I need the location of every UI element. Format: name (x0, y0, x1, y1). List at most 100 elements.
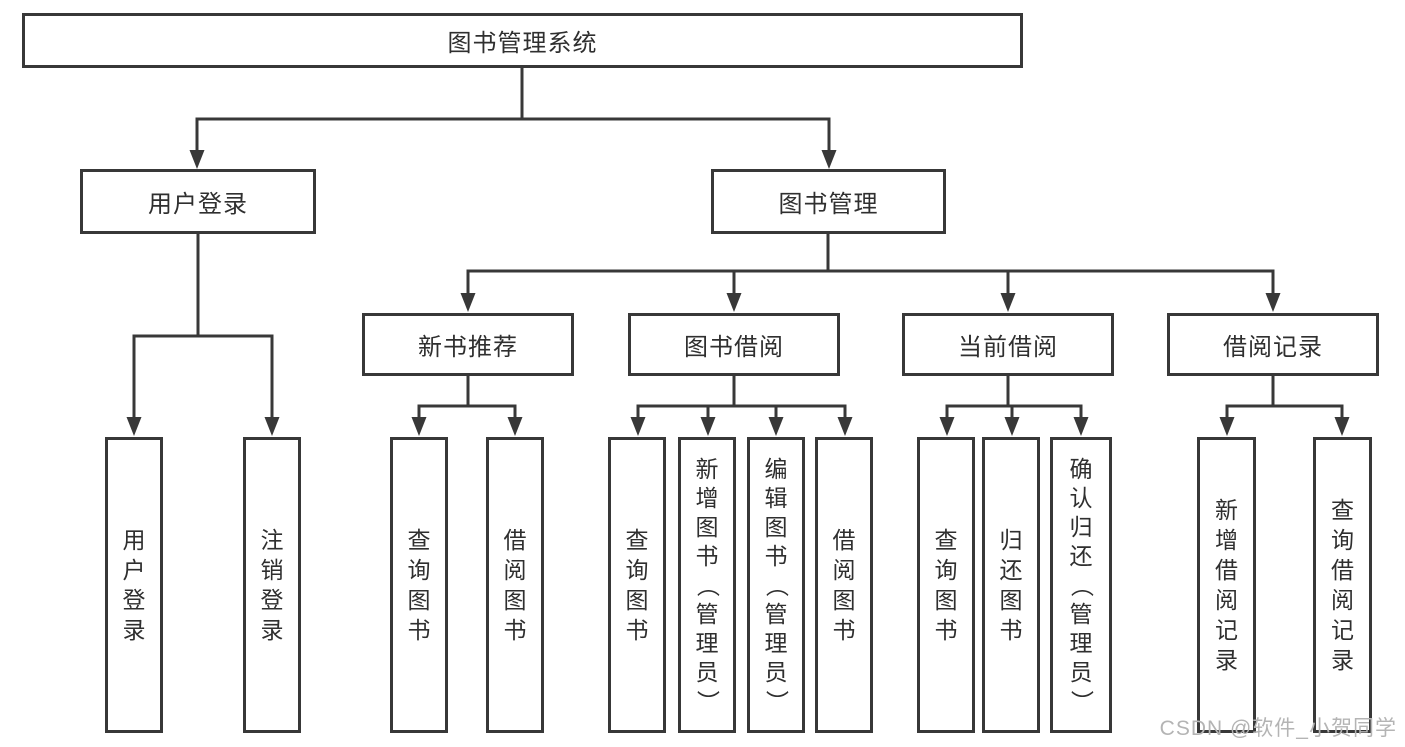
vertical-char: 录 (1215, 647, 1238, 673)
vertical-char: 图 (999, 587, 1023, 613)
vertical-char: 记 (1331, 617, 1354, 643)
vertical-char: 记 (1215, 617, 1238, 643)
node-borrowing-records-label: 借阅记录 (1223, 334, 1323, 361)
leaf-borrowing-query-books: 查询图书 (608, 437, 666, 733)
vertical-char: 注 (260, 527, 284, 553)
vertical-char: ） (1068, 689, 1095, 713)
vertical-char: 增 (695, 484, 719, 511)
node-new-books-label: 新书推荐 (418, 334, 518, 361)
vertical-char: 阅 (832, 557, 856, 583)
leaf-current-confirm-return-admin: 确认归还（管理员） (1050, 437, 1112, 733)
vertical-char: 图 (934, 587, 958, 613)
leaf-label: 查询图书 (393, 440, 445, 730)
vertical-char: 确 (1069, 455, 1093, 482)
vertical-char: 阅 (1215, 587, 1238, 613)
vertical-char: 书 (625, 617, 649, 643)
leaf-label: 注销登录 (246, 440, 298, 730)
vertical-char: 图 (832, 587, 856, 613)
vertical-char: 查 (625, 527, 649, 553)
vertical-char: 书 (764, 542, 788, 569)
leaf-label: 新增借阅记录 (1200, 440, 1253, 730)
vertical-char: 查 (934, 527, 958, 553)
vertical-char: 查 (407, 527, 431, 553)
vertical-char: 图 (503, 587, 527, 613)
leaf-newbooks-borrow-books: 借阅图书 (486, 437, 544, 733)
leaf-borrowing-add-books-admin: 新增图书 （ 管理员 ） (678, 437, 736, 733)
node-current-borrowing: 当前借阅 (902, 313, 1114, 376)
vertical-char: 书 (999, 617, 1023, 643)
vertical-char: （ (763, 573, 790, 597)
branch-borrowing (630, 376, 853, 436)
vertical-char: 图 (407, 587, 431, 613)
node-book-management: 图书管理 (711, 169, 946, 234)
node-book-management-label: 图书管理 (778, 191, 879, 218)
vertical-char: 管 (695, 600, 719, 627)
vertical-char: 录 (260, 617, 284, 643)
leaf-borrowing-edit-books-admin: 编辑图书（管理员） (747, 437, 805, 733)
vertical-char: 户 (122, 557, 146, 583)
node-borrowing: 图书借阅 (628, 313, 840, 376)
leaf-newbooks-query-books: 查询图书 (390, 437, 448, 733)
node-user-login-label: 用户登录 (148, 191, 248, 218)
leaf-label: 借阅图书 (489, 440, 541, 730)
leaf-label: 用户登录 (108, 440, 160, 730)
vertical-char: 查 (1331, 497, 1354, 523)
vertical-char: 理 (1069, 629, 1093, 656)
leaf-records-add-record: 新增借阅记录 (1197, 437, 1256, 733)
node-root: 图书管理系统 (22, 13, 1023, 68)
watermark: CSDN @软件_小贺同学 (1159, 717, 1397, 740)
vertical-char: 辑 (764, 484, 788, 511)
vertical-char: 认 (1069, 484, 1093, 511)
vertical-char: 书 (832, 617, 856, 643)
vertical-char: 管 (764, 600, 788, 627)
vertical-char: 新 (1215, 497, 1238, 523)
leaf-label: 查询图书 (611, 440, 663, 730)
leaf-current-return-books: 归还图书 (982, 437, 1040, 733)
leaf-logout: 注销登录 (243, 437, 301, 733)
leaf-label: 确认归还（管理员） (1053, 440, 1109, 730)
vertical-char: 借 (1331, 557, 1354, 583)
branch-records (1219, 376, 1350, 436)
vertical-char: 管 (1069, 600, 1093, 627)
vertical-char: 图 (764, 513, 788, 540)
vertical-char: 询 (934, 557, 958, 583)
vertical-char: （ (1068, 573, 1095, 597)
leaf-records-query-record: 查询借阅记录 (1313, 437, 1372, 733)
branch-user-login (126, 233, 280, 436)
leaf-label: 借阅图书 (818, 440, 870, 730)
vertical-char: 编 (764, 455, 788, 482)
leaf-label: 查询借阅记录 (1316, 440, 1369, 730)
branch-current (939, 376, 1089, 436)
vertical-char: 员 (1069, 658, 1093, 685)
vertical-char: 书 (695, 542, 719, 569)
leaf-label: 查询图书 (920, 440, 972, 730)
vertical-char: 询 (407, 557, 431, 583)
leaf-label: 新增图书 （ 管理员 ） (681, 440, 733, 730)
vertical-char: 借 (503, 527, 527, 553)
vertical-char: （ (694, 573, 721, 597)
branch-book-management (460, 233, 1281, 312)
vertical-char: 书 (407, 617, 431, 643)
vertical-char: 图 (695, 513, 719, 540)
vertical-char: 书 (503, 617, 527, 643)
branch-new-books (411, 376, 523, 436)
vertical-char: 还 (999, 557, 1023, 583)
vertical-char: 询 (625, 557, 649, 583)
vertical-char: 理 (695, 629, 719, 656)
vertical-char: 新 (695, 455, 719, 482)
vertical-char: 阅 (1331, 587, 1354, 613)
vertical-char: 归 (1069, 513, 1093, 540)
vertical-char: 录 (1331, 647, 1354, 673)
node-borrowing-label: 图书借阅 (684, 334, 784, 361)
node-new-books: 新书推荐 (362, 313, 574, 376)
vertical-char: 登 (122, 587, 146, 613)
vertical-char: ） (694, 689, 721, 713)
leaf-current-query-books: 查询图书 (917, 437, 975, 733)
vertical-char: 借 (832, 527, 856, 553)
vertical-char: 书 (934, 617, 958, 643)
vertical-char: 理 (764, 629, 788, 656)
vertical-char: 员 (695, 658, 719, 685)
vertical-char: 销 (260, 557, 284, 583)
vertical-char: 阅 (503, 557, 527, 583)
